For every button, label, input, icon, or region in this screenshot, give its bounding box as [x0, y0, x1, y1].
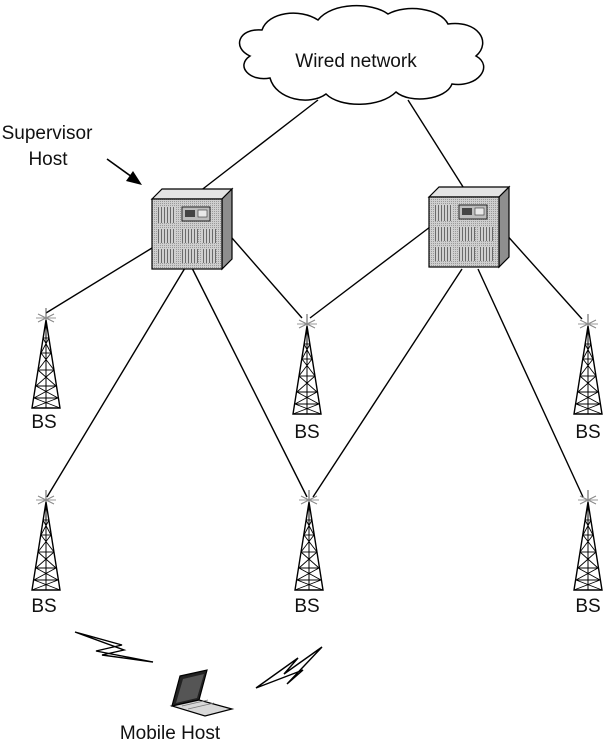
- bs-label-2: BS: [294, 422, 319, 443]
- mobile-host-label: Mobile Host: [120, 723, 221, 744]
- mobile-host-laptop: [172, 670, 232, 716]
- base-station-tower-1: [32, 308, 60, 408]
- base-station-tower-5: [295, 490, 323, 590]
- bs-label-3: BS: [575, 422, 600, 443]
- supervisor-label-line1: Supervisor: [2, 123, 93, 144]
- supervisor-host-server-right: [429, 187, 509, 267]
- base-station-tower-3: [574, 314, 602, 414]
- pointer-arrow: [107, 159, 142, 185]
- bs-label-4: BS: [31, 596, 56, 617]
- bs-label-5: BS: [294, 596, 319, 617]
- base-station-tower-4: [32, 490, 60, 590]
- bs-label-6: BS: [575, 596, 600, 617]
- base-station-tower-2: [293, 314, 321, 414]
- wireless-link-right: [256, 647, 322, 688]
- wireless-link-left: [75, 632, 153, 662]
- base-station-tower-6: [574, 490, 602, 590]
- wired-network-label: Wired network: [295, 51, 417, 72]
- supervisor-label-line2: Host: [28, 149, 68, 170]
- bs-label-1: BS: [31, 412, 56, 433]
- supervisor-host-server-left: [152, 189, 232, 269]
